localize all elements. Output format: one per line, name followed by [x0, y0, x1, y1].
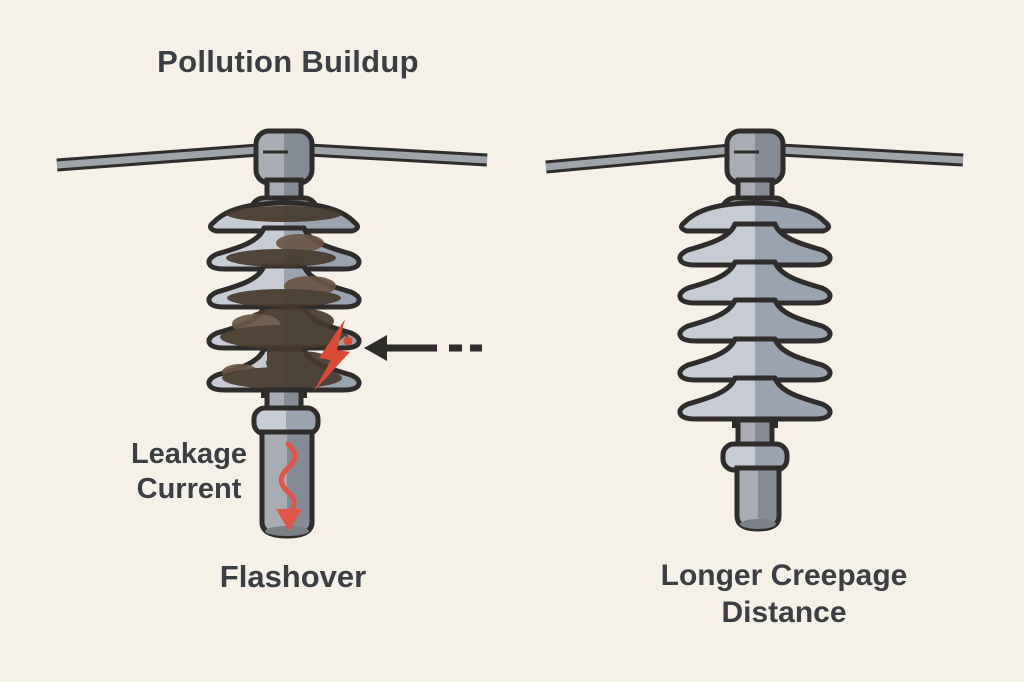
leakage-current-line1: Leakage — [130, 438, 248, 470]
insulator-sheds — [677, 200, 833, 422]
power-line-right — [545, 143, 964, 174]
pollution-buildup-title: Pollution Buildup — [157, 44, 419, 79]
clean-insulator — [545, 128, 964, 532]
creepage-line2: Distance — [721, 596, 847, 629]
pin-post — [734, 465, 782, 532]
shed-5 — [677, 336, 833, 383]
shed-4 — [677, 297, 833, 344]
leakage-current-line2: Current — [136, 473, 242, 505]
pollution-stain — [226, 249, 336, 267]
top-cap — [724, 128, 786, 186]
pollution-stain — [222, 367, 342, 389]
lightning-icon — [314, 319, 353, 391]
shed-6 — [677, 375, 833, 422]
dashed-arrow-left-icon — [364, 335, 482, 361]
power-line-left — [56, 143, 488, 172]
pollution-stain — [220, 325, 348, 349]
wavy-down-arrow-icon — [276, 441, 302, 531]
pollution-stain — [226, 206, 342, 222]
polluted-insulator — [56, 128, 488, 539]
pin-post-end — [740, 519, 776, 529]
pollution-stain — [276, 234, 324, 252]
creepage-line1: Longer Creepage — [660, 559, 908, 592]
shed-1 — [679, 200, 831, 234]
pin-post-end — [265, 526, 309, 536]
shed-3 — [677, 259, 833, 306]
creepage-distance-label: Longer Creepage Distance — [661, 557, 908, 631]
leakage-current-label: Leakage Current — [131, 437, 247, 507]
shed-2 — [677, 221, 833, 268]
flashover-label: Flashover — [219, 559, 367, 594]
pollution-stains — [220, 206, 348, 389]
pollution-stain — [227, 289, 341, 307]
top-cap — [253, 128, 315, 186]
